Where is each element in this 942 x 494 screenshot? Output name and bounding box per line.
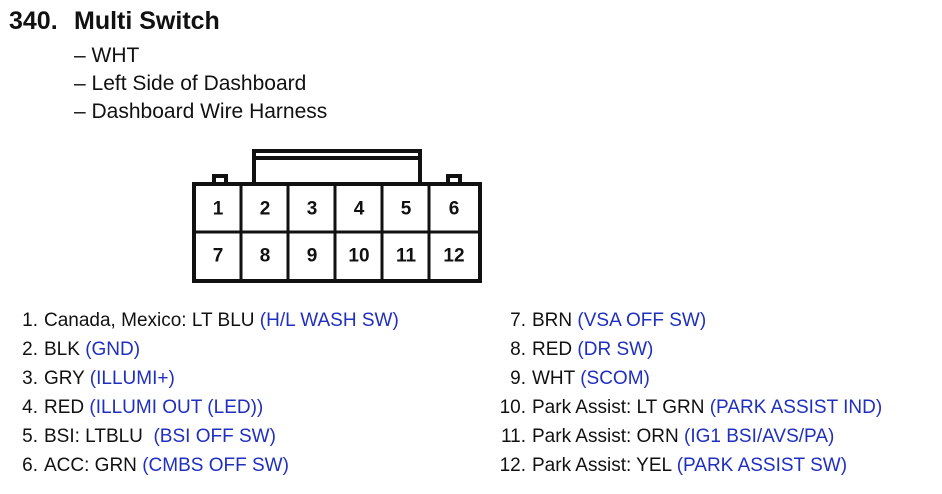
pin-number: 7. xyxy=(510,310,526,331)
pin-function: (BSI OFF SW) xyxy=(153,426,276,447)
pin-function: (ILLUMI+) xyxy=(89,368,175,389)
pin-wire: BRN xyxy=(532,310,573,331)
pin-wire: Canada, Mexico: LT BLU xyxy=(44,310,255,331)
pin-number: 6. xyxy=(22,455,38,476)
detail-location: – Left Side of Dashboard xyxy=(74,72,307,95)
pin-label-8: 8 xyxy=(260,246,271,267)
pin-function: (VSA OFF SW) xyxy=(577,310,707,331)
locking-tab xyxy=(252,149,422,186)
pin-label-7: 7 xyxy=(213,246,224,267)
pin-row-10: 10. Park Assist: LT GRN (PARK ASSIST IND) xyxy=(496,393,883,422)
pin-label-5: 5 xyxy=(401,199,412,220)
pin-function: (H/L WASH SW) xyxy=(259,310,399,331)
connector-face: 1 2 3 4 5 6 7 8 9 10 11 12 xyxy=(192,149,482,283)
pin-function: (IG1 BSI/AVS/PA) xyxy=(684,426,835,447)
pin-number: 3. xyxy=(22,368,38,389)
pin-wire: BLK xyxy=(44,339,80,360)
pin-function: (SCOM) xyxy=(580,368,650,389)
pin-number: 11. xyxy=(500,426,526,447)
pin-wire: Park Assist: YEL xyxy=(532,455,672,476)
pin-row-12: 12. Park Assist: YEL (PARK ASSIST SW) xyxy=(496,451,882,480)
pin-function: (GND) xyxy=(85,339,141,360)
pin-row-8: 8. RED (DR SW) xyxy=(496,335,882,364)
connector-diagram: 1 2 3 4 5 6 7 8 9 10 11 12 xyxy=(190,148,490,288)
pin-row-11: 11. Park Assist: ORN (IG1 BSI/AVS/PA) xyxy=(496,422,882,451)
pin-number: 12. xyxy=(499,455,526,476)
pin-wire: GRY xyxy=(44,368,85,389)
pin-function: (DR SW) xyxy=(577,339,654,360)
left-latch xyxy=(212,174,228,184)
pin-wire: RED xyxy=(44,397,85,418)
pin-row-2: 2. BLK (GND) xyxy=(16,335,399,364)
pin-function: (ILLUMI OUT (LED)) xyxy=(89,397,264,418)
pin-row-4: 4. RED (ILLUMI OUT (LED)) xyxy=(16,393,399,422)
pin-label-4: 4 xyxy=(354,199,365,220)
pin-wire: ACC: GRN xyxy=(44,455,137,476)
pin-row-6: 6. ACC: GRN (CMBS OFF SW) xyxy=(16,451,399,480)
pin-label-9: 9 xyxy=(307,246,318,267)
pin-wire: Park Assist: LT GRN xyxy=(532,397,705,418)
pin-wire: RED xyxy=(532,339,573,360)
pin-number: 8. xyxy=(510,339,526,360)
pin-row-3: 3. GRY (ILLUMI+) xyxy=(16,364,399,393)
pin-row-1: 1. Canada, Mexico: LT BLU (H/L WASH SW) xyxy=(16,306,399,335)
pin-list-right: 7. BRN (VSA OFF SW) 8. RED (DR SW) 9. WHT (… xyxy=(496,306,883,480)
pin-number: 2. xyxy=(22,339,38,360)
pin-row-5: 5. BSI: LTBLU (BSI OFF SW) xyxy=(16,422,399,451)
detail-color: – WHT xyxy=(74,44,140,67)
pin-function: (PARK ASSIST SW) xyxy=(676,455,848,476)
connector-number: 340. xyxy=(9,7,58,35)
pin-label-2: 2 xyxy=(260,199,271,220)
pin-number: 10. xyxy=(499,397,526,418)
pin-label-1: 1 xyxy=(213,199,224,220)
pin-function: (CMBS OFF SW) xyxy=(142,455,289,476)
detail-harness: – Dashboard Wire Harness xyxy=(74,100,328,123)
pin-wire: BSI: LTBLU xyxy=(44,426,149,447)
connector-name: Multi Switch xyxy=(74,7,220,35)
right-latch xyxy=(446,174,462,184)
pin-number: 4. xyxy=(22,397,38,418)
page-title: 340. Multi Switch xyxy=(9,7,220,36)
pin-number: 9. xyxy=(510,368,526,389)
pin-label-10: 10 xyxy=(348,246,369,267)
pin-label-6: 6 xyxy=(449,199,460,220)
pin-row-7: 7. BRN (VSA OFF SW) xyxy=(496,306,882,335)
pin-number: 5. xyxy=(22,426,38,447)
pin-number: 1. xyxy=(22,310,38,331)
pin-wire: WHT xyxy=(532,368,575,389)
pin-label-11: 11 xyxy=(396,246,417,267)
pin-function: (PARK ASSIST IND) xyxy=(709,397,883,418)
connector-details: – WHT – Left Side of Dashboard – Dashboa… xyxy=(74,42,327,126)
pin-row-9: 9. WHT (SCOM) xyxy=(496,364,882,393)
pin-label-3: 3 xyxy=(307,199,318,220)
pin-wire: Park Assist: ORN xyxy=(532,426,679,447)
pin-list-left: 1. Canada, Mexico: LT BLU (H/L WASH SW) 2… xyxy=(16,306,399,480)
pin-label-12: 12 xyxy=(443,246,464,267)
